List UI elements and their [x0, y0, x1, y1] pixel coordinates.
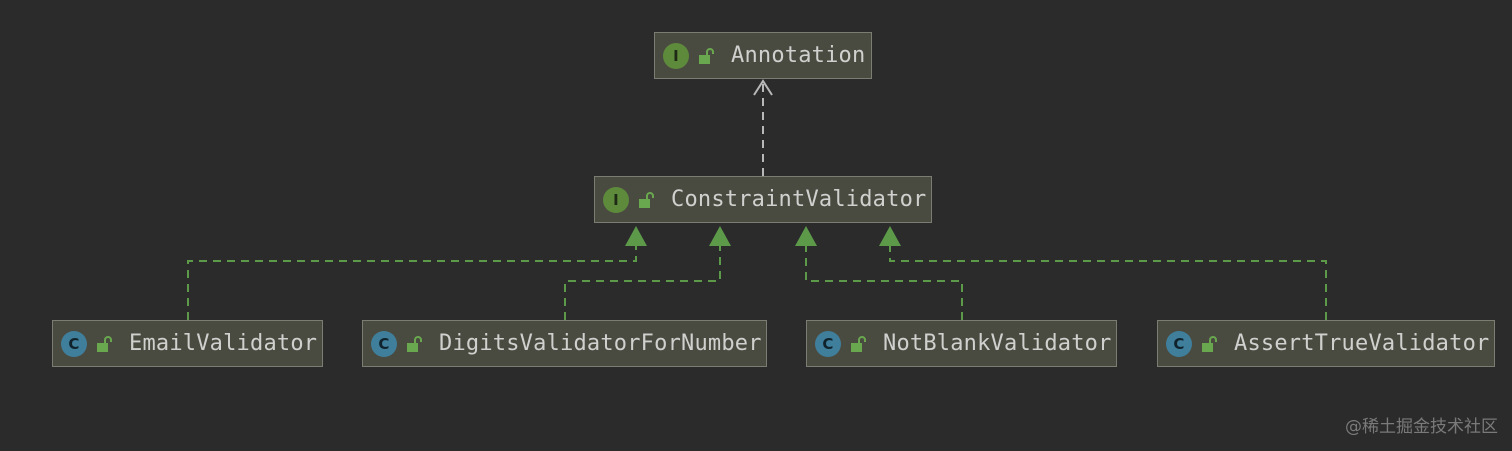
node-label: AssertTrueValidator [1234, 331, 1490, 356]
interface-icon: I [603, 186, 629, 213]
node-constraint-validator[interactable]: I ConstraintValidator [594, 176, 932, 223]
node-asserttrue-validator[interactable]: C AssertTrueValidator [1157, 320, 1495, 367]
interface-icon: I [663, 42, 689, 69]
class-icon: C [371, 330, 397, 357]
node-notblank-validator[interactable]: C NotBlankValidator [806, 320, 1117, 367]
class-icon: C [815, 330, 841, 357]
open-lock-icon [851, 335, 866, 352]
watermark: @稀土掘金技术社区 [1345, 417, 1498, 437]
node-label: DigitsValidatorForNumber [439, 331, 762, 356]
node-label: ConstraintValidator [671, 187, 927, 212]
open-lock-icon [639, 191, 654, 208]
edge-dependency-constraintvalidator-annotation [753, 79, 773, 176]
open-lock-icon [407, 335, 422, 352]
node-digits-validator[interactable]: C DigitsValidatorForNumber [362, 320, 767, 367]
open-lock-icon [97, 335, 112, 352]
edge-realization-notblankvalidator [795, 226, 963, 320]
node-email-validator[interactable]: C EmailValidator [52, 320, 323, 367]
edge-realization-emailvalidator [187, 226, 647, 320]
edge-realization-asserttruevalidator [879, 226, 1327, 320]
open-lock-icon [1202, 335, 1217, 352]
class-icon: C [61, 330, 87, 357]
node-label: Annotation [731, 43, 866, 68]
open-lock-icon [699, 47, 714, 64]
node-label: EmailValidator [129, 331, 318, 356]
edge-realization-digitsvalidator [564, 226, 731, 320]
node-annotation[interactable]: I Annotation [654, 32, 872, 79]
class-icon: C [1166, 330, 1192, 357]
node-label: NotBlankValidator [883, 331, 1112, 356]
